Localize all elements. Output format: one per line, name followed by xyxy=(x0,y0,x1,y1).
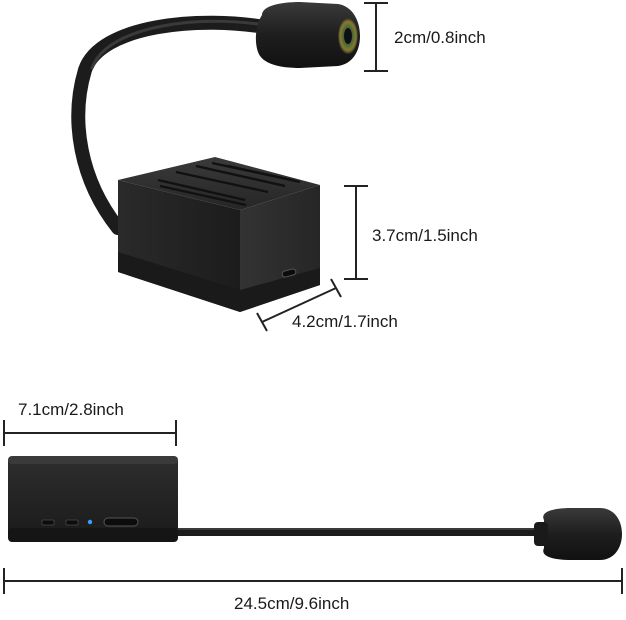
label-box-depth: 4.2cm/1.7inch xyxy=(292,312,398,331)
dim-line-box-width xyxy=(3,420,177,446)
sd-card-slot xyxy=(103,517,139,527)
label-camera-head: 2cm/0.8inch xyxy=(394,28,486,47)
label-box-width: 7.1cm/2.8inch xyxy=(18,400,124,419)
top-device xyxy=(71,2,360,312)
bottom-cable xyxy=(176,528,546,536)
bottom-device xyxy=(8,456,622,560)
dim-line-box-depth xyxy=(256,278,342,332)
bottom-camera-head xyxy=(534,508,622,560)
switch-1 xyxy=(41,519,55,526)
usb-c-port xyxy=(281,268,297,278)
status-led xyxy=(87,519,93,525)
box-top-face xyxy=(118,157,320,210)
switch-2 xyxy=(65,519,79,526)
camera-head xyxy=(255,2,360,68)
dim-line-total-length xyxy=(3,568,623,594)
flat-box xyxy=(8,456,178,542)
vent-slots xyxy=(157,161,301,207)
label-total-length: 24.5cm/9.6inch xyxy=(234,594,350,613)
dim-line-box-height xyxy=(344,185,368,280)
label-box-height: 3.7cm/1.5inch xyxy=(372,226,478,245)
dim-line-camera-head xyxy=(364,2,388,72)
